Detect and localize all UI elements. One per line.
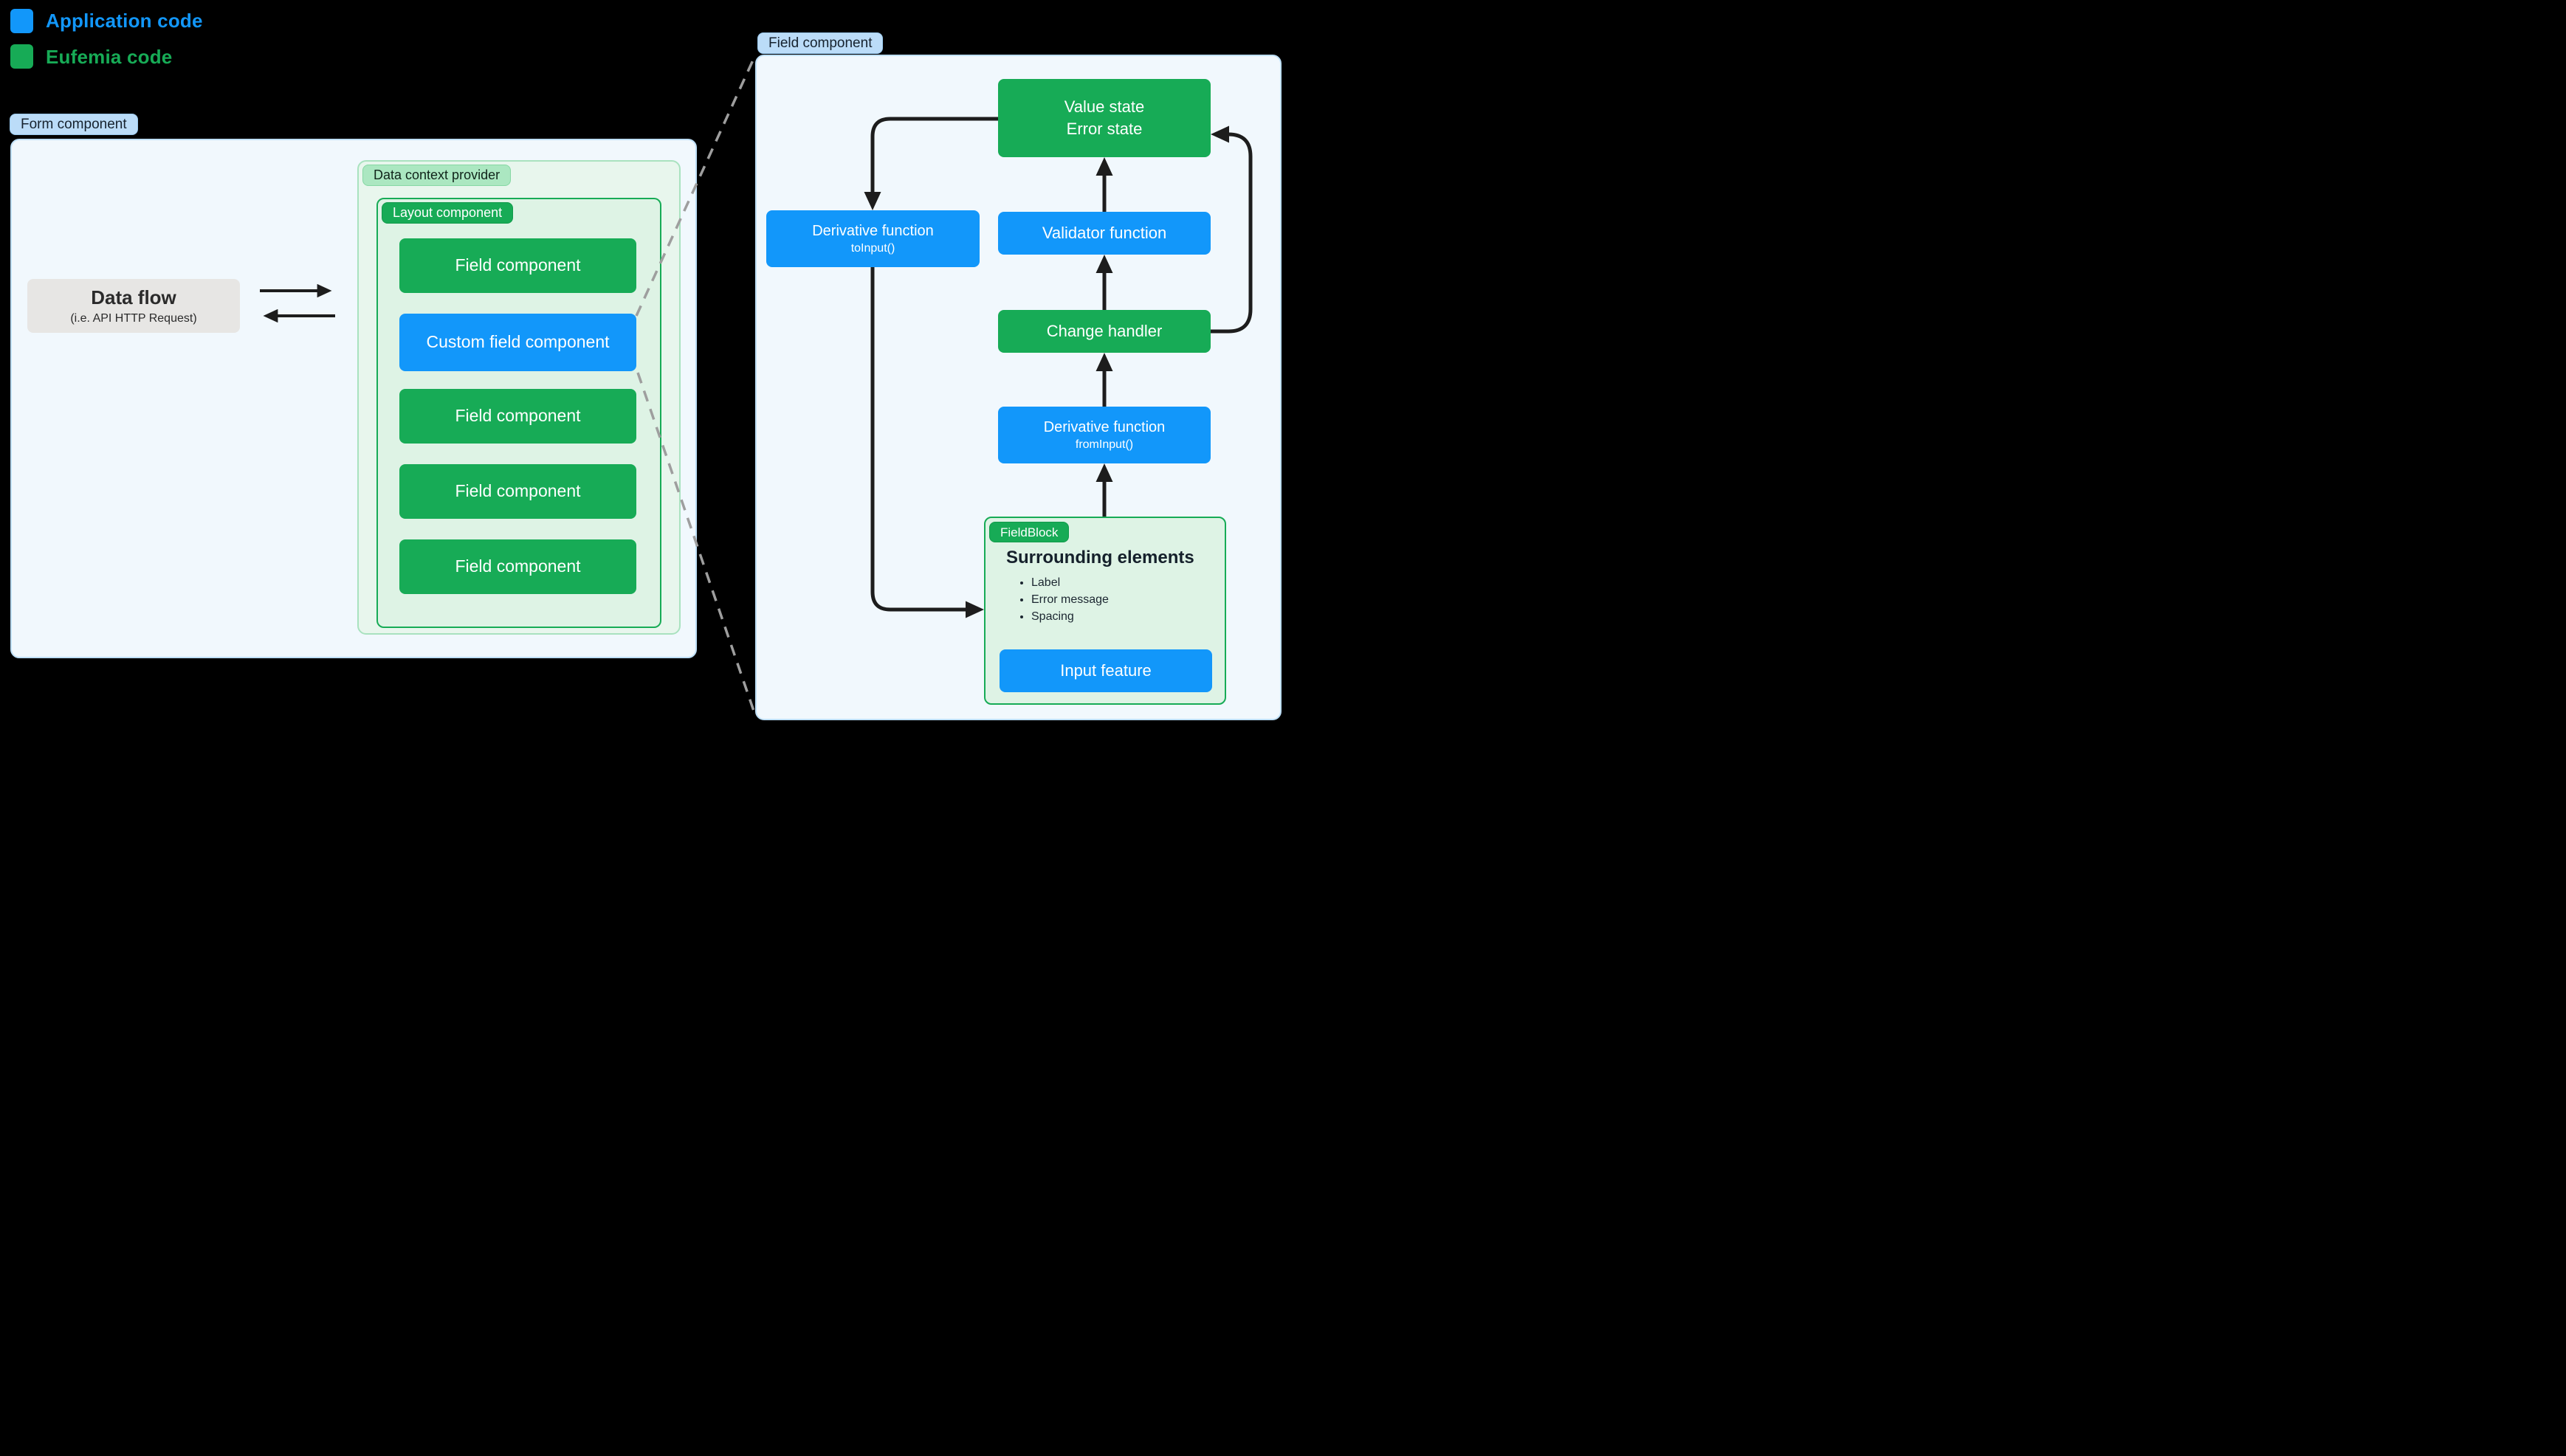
fieldblock-tag: FieldBlock: [989, 522, 1070, 542]
legend-application-label: Application code: [46, 10, 203, 32]
data-flow-box: Data flow (i.e. API HTTP Request): [27, 279, 240, 333]
change-handler-label: Change handler: [1046, 322, 1163, 341]
field-component-box-2: Field component: [399, 389, 636, 444]
change-handler-box: Change handler: [998, 310, 1211, 353]
custom-field-component-box: Custom field component: [399, 314, 636, 371]
derivative-from-input-subtitle: fromInput(): [1075, 438, 1134, 451]
validator-function-box: Validator function: [998, 212, 1211, 255]
derivative-to-input-box: Derivative function toInput(): [766, 210, 980, 267]
derivative-from-input-title: Derivative function: [1043, 418, 1166, 435]
surrounding-elements-item: Spacing: [1031, 608, 1109, 625]
legend-eufemia-swatch: [10, 44, 33, 69]
field-component-label: Field component: [455, 255, 581, 275]
field-component-box-4: Field component: [399, 539, 636, 594]
value-state-line1: Value state: [1064, 97, 1145, 117]
legend-eufemia-label: Eufemia code: [46, 46, 173, 68]
derivative-to-input-subtitle: toInput(): [850, 241, 895, 255]
surrounding-elements-item: Label: [1031, 574, 1109, 591]
legend-application-swatch: [10, 9, 33, 33]
field-component-label: Field component: [455, 481, 581, 501]
data-context-provider-tag: Data context provider: [362, 165, 512, 186]
field-component-label: Field component: [455, 556, 581, 576]
input-feature-box: Input feature: [1000, 649, 1212, 692]
derivative-from-input-box: Derivative function fromInput(): [998, 407, 1211, 463]
fieldblock-panel: FieldBlock Surrounding elements Label Er…: [984, 517, 1226, 705]
diagram-canvas: Application code Eufemia code Form compo…: [0, 0, 1283, 728]
field-component-label: Field component: [455, 406, 581, 426]
field-component-box-3: Field component: [399, 464, 636, 519]
validator-function-label: Validator function: [1042, 224, 1167, 243]
data-flow-subtitle: (i.e. API HTTP Request): [70, 311, 197, 325]
value-state-box: Value state Error state: [998, 79, 1211, 157]
custom-field-component-label: Custom field component: [426, 332, 610, 352]
data-flow-title: Data flow: [91, 286, 176, 309]
surrounding-elements-item: Error message: [1031, 591, 1109, 608]
surrounding-elements-heading: Surrounding elements: [1006, 548, 1194, 567]
field-component-box-1: Field component: [399, 238, 636, 293]
input-feature-label: Input feature: [1060, 661, 1152, 680]
layout-component-tag: Layout component: [382, 202, 514, 224]
surrounding-elements-list: Label Error message Spacing: [1015, 574, 1109, 626]
form-component-tag: Form component: [10, 114, 138, 135]
value-state-line2: Error state: [1066, 120, 1143, 138]
derivative-to-input-title: Derivative function: [812, 222, 934, 239]
field-component-tag: Field component: [757, 32, 884, 54]
